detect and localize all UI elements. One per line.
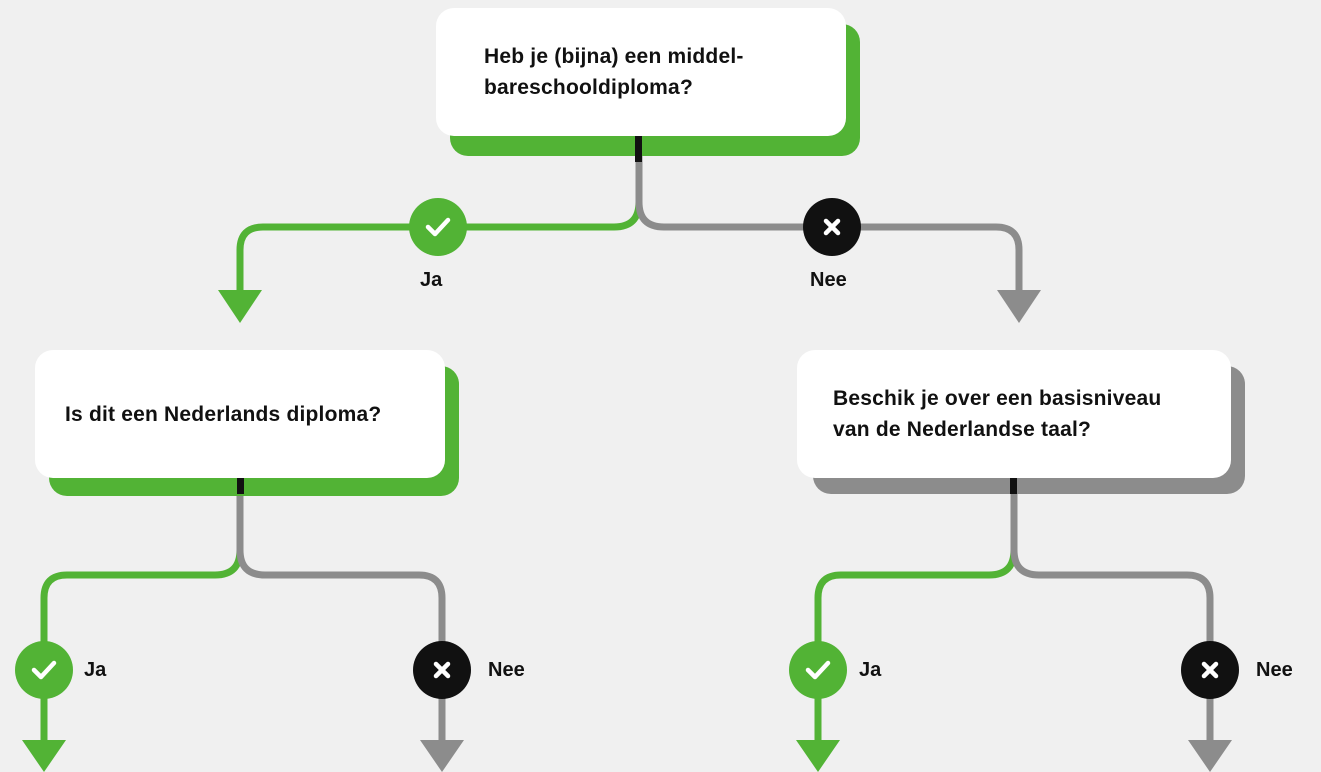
answer-label-ja: Ja <box>420 269 443 291</box>
arrowhead-q2-ja <box>22 740 66 772</box>
node-card: Heb je (bijna) een middel- bareschooldip… <box>436 8 846 136</box>
arrowhead-q1-nee <box>997 290 1041 323</box>
connector-q3-ja <box>814 480 1018 742</box>
node-stem <box>237 478 244 494</box>
arrowhead-q3-ja <box>796 740 840 772</box>
cross-icon <box>803 198 861 256</box>
answer-label-nee: Nee <box>488 659 525 681</box>
node-stem <box>635 136 642 162</box>
check-icon <box>789 641 847 699</box>
connector-q2-nee <box>236 480 446 742</box>
connector-q2-ja <box>40 480 244 742</box>
answer-label-nee: Nee <box>1256 659 1293 681</box>
arrowhead-q3-nee <box>1188 740 1232 772</box>
answer-label-ja: Ja <box>859 659 882 681</box>
cross-icon <box>1181 641 1239 699</box>
question-text: Heb je (bijna) een middel- bareschooldip… <box>484 45 744 99</box>
node-stem <box>1010 478 1017 494</box>
cross-icon <box>413 641 471 699</box>
answer-label-nee: Nee <box>810 269 847 291</box>
node-card: Beschik je over een basisniveau van de N… <box>797 350 1231 478</box>
node-card: Is dit een Nederlands diploma? <box>35 350 445 478</box>
question-text: Is dit een Nederlands diploma? <box>65 402 382 426</box>
check-icon <box>15 641 73 699</box>
check-icon <box>409 198 467 256</box>
arrowhead-q2-nee <box>420 740 464 772</box>
answer-label-ja: Ja <box>84 659 107 681</box>
arrowhead-q1-ja <box>218 290 262 323</box>
question-text: Beschik je over een basisniveau van de N… <box>833 387 1162 441</box>
connector-q3-nee <box>1010 480 1214 742</box>
